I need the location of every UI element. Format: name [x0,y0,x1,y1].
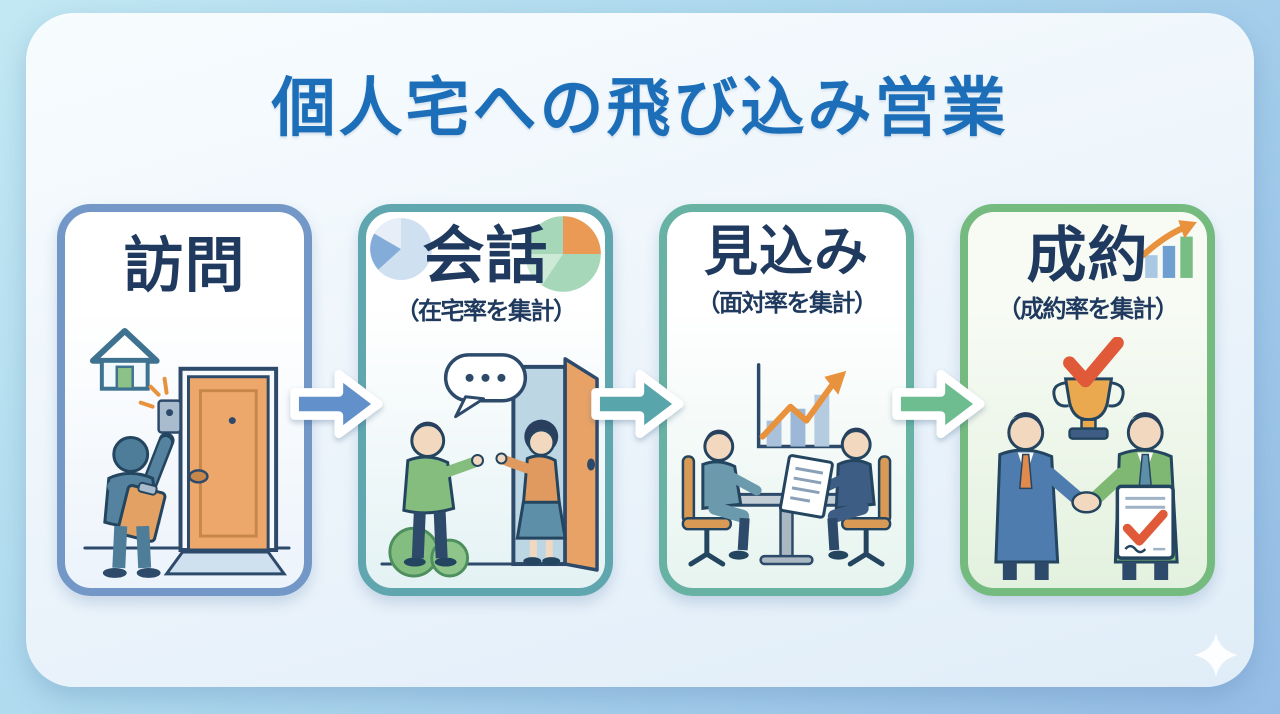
step-card-prospect-header: 見込み （面対率を集計） [667,212,906,318]
step-conversation-label: 会話 [422,222,549,291]
page-title: 個人宅への飛び込み営業 [271,72,1009,144]
contract-check-icon [1115,484,1175,560]
handshake-deal-illustration [994,337,1179,581]
document-icon [778,454,834,519]
step-card-contract-header: 成約 （成約率を集計） [968,212,1207,324]
flow-arrow-right-icon [290,369,383,439]
salesman-figure [402,421,485,567]
seated-salesperson-figure [681,429,762,567]
step-conversation-sublabel: （在宅率を集計） [395,298,578,326]
salesperson-figure [102,432,175,579]
step-card-visit-header: 訪問 [65,212,304,297]
step-visit-label: 訪問 [123,232,246,299]
businessman-blue-figure [994,412,1085,581]
handshake-icon [1071,491,1102,514]
trophy-icon [1052,337,1125,440]
step-contract-label: 成約 [1026,222,1149,289]
step-card-prospect: 見込み （面対率を集計） [659,204,914,596]
resident-figure [495,419,567,566]
process-flow: 訪問 [57,204,1215,596]
step-card-conversation: 会話 （在宅率を集計） [358,204,613,596]
door-icon [178,366,279,553]
sparkle-icon [1194,633,1238,677]
step-prospect-sublabel: （面対率を集計） [696,289,879,317]
meeting-at-table-illustration [681,363,892,567]
speech-bubble-icon [443,353,528,419]
doorbell-visit-illustration [83,328,291,579]
content-panel: 個人宅への飛び込み営業 訪問 [26,13,1254,687]
step-card-visit: 訪問 [57,204,312,596]
conversation-at-door-illustration [380,353,599,578]
seated-customer-figure [813,427,892,567]
flow-arrow-right-icon [591,369,684,439]
pie-chart-green-icon [525,216,601,292]
step-card-contract: 成約 （成約率を集計） [960,204,1215,596]
doorbell-icon [138,376,182,434]
flow-arrow-right-icon [892,369,985,439]
step-prospect-label: 見込み [704,222,869,282]
growth-chart-icon [756,363,848,449]
step-card-conversation-header: 会話 （在宅率を集計） [366,212,605,326]
house-icon [89,328,160,391]
bar-chart-growth-icon [1140,220,1197,278]
pie-chart-blue-icon [370,218,432,280]
step-contract-sublabel: （成約率を集計） [997,296,1180,323]
bush-icon [388,526,470,578]
